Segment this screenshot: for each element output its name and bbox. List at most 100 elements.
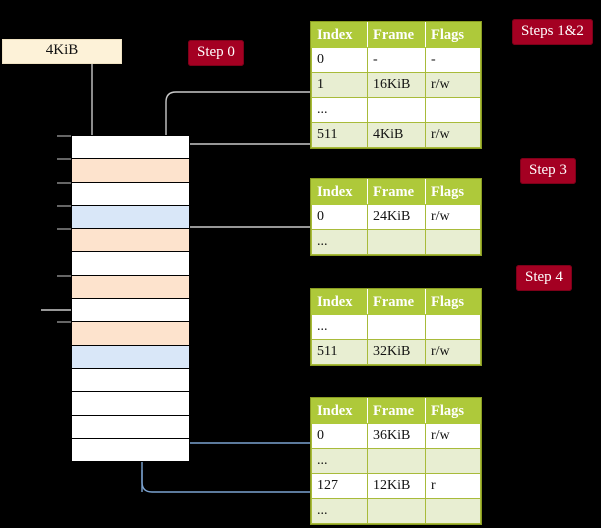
col-header-frame: Frame	[367, 289, 426, 315]
cell-index: ...	[311, 498, 368, 524]
virtual-address-box: 4KiB	[2, 39, 122, 64]
cell-flags: r/w	[425, 122, 481, 148]
cell-index: 511	[311, 339, 368, 365]
table-row: ...	[311, 448, 481, 474]
cell-flags: -	[425, 47, 481, 73]
cell-index: 127	[311, 473, 368, 499]
memory-frame-row	[72, 345, 189, 369]
memory-frame-row	[72, 205, 189, 230]
cell-frame	[367, 498, 426, 524]
memory-frame-tick	[57, 181, 71, 184]
col-header-frame: Frame	[367, 22, 426, 48]
wire-step3-out	[175, 226, 311, 269]
memory-frame-tick	[57, 228, 71, 231]
physical-memory-column	[71, 135, 190, 463]
memory-frame-row	[72, 368, 189, 393]
col-header-index: Index	[311, 289, 368, 315]
cell-frame: 32KiB	[367, 339, 426, 365]
memory-frame-tick	[57, 158, 71, 161]
cell-frame: -	[367, 47, 426, 73]
cell-frame: 16KiB	[367, 72, 426, 98]
col-header-frame: Frame	[367, 398, 426, 424]
cell-index: ...	[311, 448, 368, 474]
col-header-flags: Flags	[425, 22, 481, 48]
cell-frame: 12KiB	[367, 473, 426, 499]
memory-frame-row	[72, 182, 189, 206]
col-header-index: Index	[311, 22, 368, 48]
label-step-3: Step 3	[520, 158, 576, 184]
col-header-frame: Frame	[367, 179, 426, 205]
memory-frame-row	[72, 159, 189, 183]
table-row: ...	[311, 97, 481, 123]
cell-frame	[367, 97, 426, 123]
cell-frame: 4KiB	[367, 122, 426, 148]
cell-flags: r/w	[425, 204, 481, 230]
cell-index: 0	[311, 204, 368, 230]
cell-flags: r/w	[425, 423, 481, 449]
table-row: ...	[311, 498, 481, 524]
memory-frame-tick	[57, 274, 71, 277]
memory-frame-row	[72, 438, 189, 463]
table-row: ...	[311, 229, 481, 255]
cell-flags	[425, 97, 481, 123]
cell-index: ...	[311, 229, 368, 255]
memory-frame-row	[72, 252, 189, 276]
col-header-index: Index	[311, 179, 368, 205]
label-steps-1-2: Steps 1&2	[512, 19, 593, 45]
cell-flags: r/w	[425, 72, 481, 98]
col-header-flags: Flags	[425, 179, 481, 205]
cell-index: 1	[311, 72, 368, 98]
memory-frame-row	[72, 229, 189, 253]
col-header-flags: Flags	[425, 398, 481, 424]
memory-frame-row	[72, 275, 189, 300]
memory-frame-row	[72, 415, 189, 439]
cell-flags	[425, 229, 481, 255]
cell-frame	[367, 314, 426, 340]
table-header-row: Index Frame Flags	[311, 179, 481, 205]
cell-flags	[425, 448, 481, 474]
table-header-row: Index Frame Flags	[311, 22, 481, 48]
memory-frame-tick	[57, 321, 71, 324]
cell-frame: 24KiB	[367, 204, 426, 230]
memory-frame-row	[72, 392, 189, 416]
cell-index: 0	[311, 423, 368, 449]
cell-index: 0	[311, 47, 368, 73]
label-step-0: Step 0	[188, 40, 244, 66]
table-header-row: Index Frame Flags	[311, 289, 481, 315]
label-step-4: Step 4	[516, 265, 572, 291]
memory-frame-tick	[57, 204, 71, 207]
cell-flags	[425, 314, 481, 340]
table-row: ...	[311, 314, 481, 340]
table-header-row: Index Frame Flags	[311, 398, 481, 424]
cell-index: ...	[311, 314, 368, 340]
memory-frame-row	[72, 136, 189, 160]
col-header-index: Index	[311, 398, 368, 424]
cell-flags: r	[425, 473, 481, 499]
cell-frame	[367, 229, 426, 255]
col-header-flags: Flags	[425, 289, 481, 315]
memory-frame-row	[72, 322, 189, 346]
memory-frame-row	[72, 299, 189, 323]
cell-flags: r/w	[425, 339, 481, 365]
cell-index: ...	[311, 97, 368, 123]
table-row: 0--	[311, 47, 481, 73]
memory-frame-tick	[57, 135, 71, 137]
cell-frame: 36KiB	[367, 423, 426, 449]
cell-index: 511	[311, 122, 368, 148]
cell-frame	[367, 448, 426, 474]
